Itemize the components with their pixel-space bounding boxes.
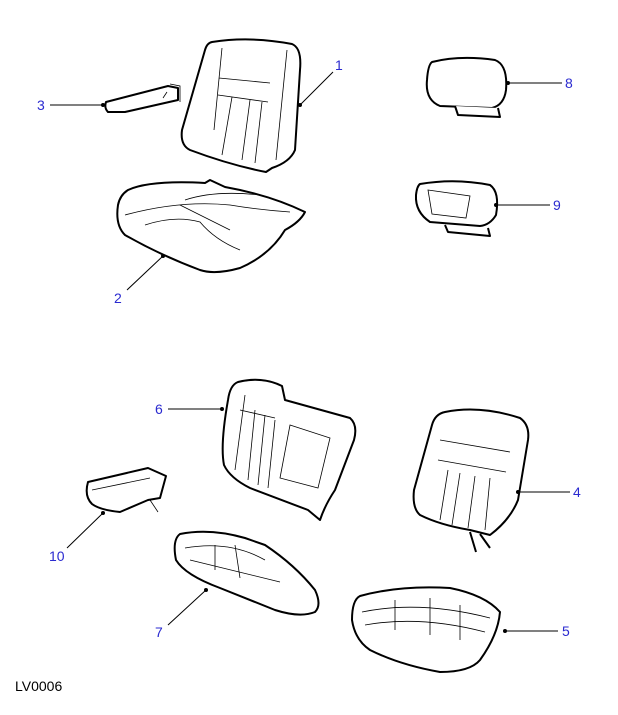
part-front-backrest[interactable] [180,38,302,173]
diagram-code: LV0006 [15,678,62,694]
callout-3[interactable]: 3 [37,97,45,113]
callout-10[interactable]: 10 [49,548,65,564]
callout-6[interactable]: 6 [155,401,163,417]
part-rear-backrest-double[interactable] [221,378,357,521]
callout-2[interactable]: 2 [114,290,122,306]
callout-9[interactable]: 9 [553,197,561,213]
part-front-cushion[interactable] [116,179,306,274]
part-headrest-front[interactable] [425,56,508,118]
part-rear-cushion-double[interactable] [173,530,320,616]
part-rear-armrest[interactable] [85,467,167,513]
callout-5[interactable]: 5 [562,623,570,639]
callout-1[interactable]: 1 [335,57,343,73]
part-armrest[interactable] [104,83,181,113]
part-rear-backrest-single[interactable] [412,408,530,553]
leader-lines [50,71,570,633]
part-rear-cushion-single[interactable] [351,586,501,673]
callout-4[interactable]: 4 [573,484,581,500]
callout-7[interactable]: 7 [155,624,163,640]
part-headrest-rear[interactable] [414,180,499,237]
callout-8[interactable]: 8 [565,75,573,91]
